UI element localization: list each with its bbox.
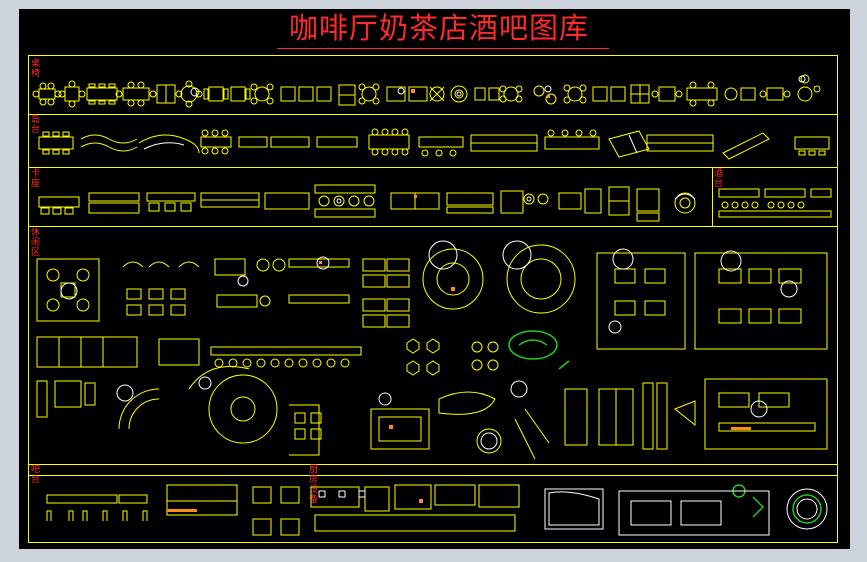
tables-white-accents bbox=[190, 75, 806, 97]
table-set-15 bbox=[474, 87, 500, 101]
section-label-bar: 吧台 bbox=[31, 465, 41, 485]
furniture-drawing bbox=[32, 74, 832, 536]
bar-kitchen-orange bbox=[167, 499, 423, 512]
table-set-5 bbox=[156, 84, 176, 104]
divider-booth bbox=[28, 167, 838, 168]
drawing-canvas[interactable]: 咖啡厅奶茶店酒吧图库 桌椅 岛台 卡座 酒台 休闲区 吧台 厨房设备 bbox=[19, 9, 850, 549]
island-row bbox=[38, 128, 830, 160]
table-set-8 bbox=[250, 83, 274, 105]
section-label-island: 岛台 bbox=[31, 115, 41, 135]
table-set-9 bbox=[280, 86, 332, 102]
title-underline bbox=[277, 48, 609, 49]
table-set-17 bbox=[533, 85, 557, 105]
tables-orange-accents bbox=[411, 89, 550, 98]
sheet-frame bbox=[28, 55, 838, 543]
booth-white-accents bbox=[336, 193, 696, 204]
section-label-booth: 卡座 bbox=[31, 169, 41, 189]
table-set-25 bbox=[797, 74, 821, 102]
bar-kitchen-green bbox=[752, 494, 822, 524]
table-set-18 bbox=[563, 84, 587, 104]
table-set-16 bbox=[499, 85, 523, 103]
table-set-1 bbox=[32, 82, 62, 106]
table-set-4 bbox=[115, 81, 157, 107]
bar-kitchen-white bbox=[318, 488, 828, 536]
table-set-14 bbox=[450, 85, 468, 103]
table-set-24 bbox=[759, 87, 791, 101]
leisure-zone-yellow bbox=[36, 244, 828, 460]
leisure-zone-orange bbox=[319, 261, 751, 430]
divider-leisure bbox=[28, 226, 838, 227]
table-set-2 bbox=[58, 80, 86, 108]
table-set-23 bbox=[724, 87, 756, 101]
divider-bar bbox=[28, 464, 838, 465]
section-label-tables-chairs: 桌椅 bbox=[31, 59, 41, 79]
table-set-3 bbox=[86, 83, 118, 105]
booth-orange-accents bbox=[414, 195, 417, 198]
table-set-6 bbox=[175, 80, 203, 108]
table-set-10 bbox=[338, 84, 356, 106]
section-label-bar-counter: 酒台 bbox=[714, 169, 724, 189]
table-set-11 bbox=[358, 83, 380, 105]
divider-island bbox=[28, 114, 838, 115]
leisure-zone-white bbox=[60, 240, 798, 450]
table-set-22 bbox=[686, 81, 718, 107]
table-set-13 bbox=[429, 86, 445, 102]
bar-counter-block bbox=[718, 188, 832, 218]
bar-kitchen-yellow bbox=[46, 484, 520, 536]
section-label-leisure: 休闲区 bbox=[31, 228, 41, 258]
sheet-title: 咖啡厅奶茶店酒吧图库 bbox=[288, 11, 589, 45]
divider-bar-counter bbox=[712, 167, 713, 226]
leisure-zone-green bbox=[508, 330, 746, 498]
table-set-7 bbox=[203, 86, 251, 102]
island-white-accents bbox=[143, 134, 638, 154]
divider-bar-lower bbox=[28, 475, 838, 476]
booth-row bbox=[38, 184, 696, 222]
table-set-20 bbox=[630, 84, 650, 104]
table-set-12 bbox=[386, 86, 428, 102]
table-set-19 bbox=[592, 86, 626, 102]
section-label-kitchen: 厨房设备 bbox=[309, 465, 319, 505]
table-set-21 bbox=[651, 86, 683, 102]
tables-chairs-row bbox=[32, 74, 821, 108]
